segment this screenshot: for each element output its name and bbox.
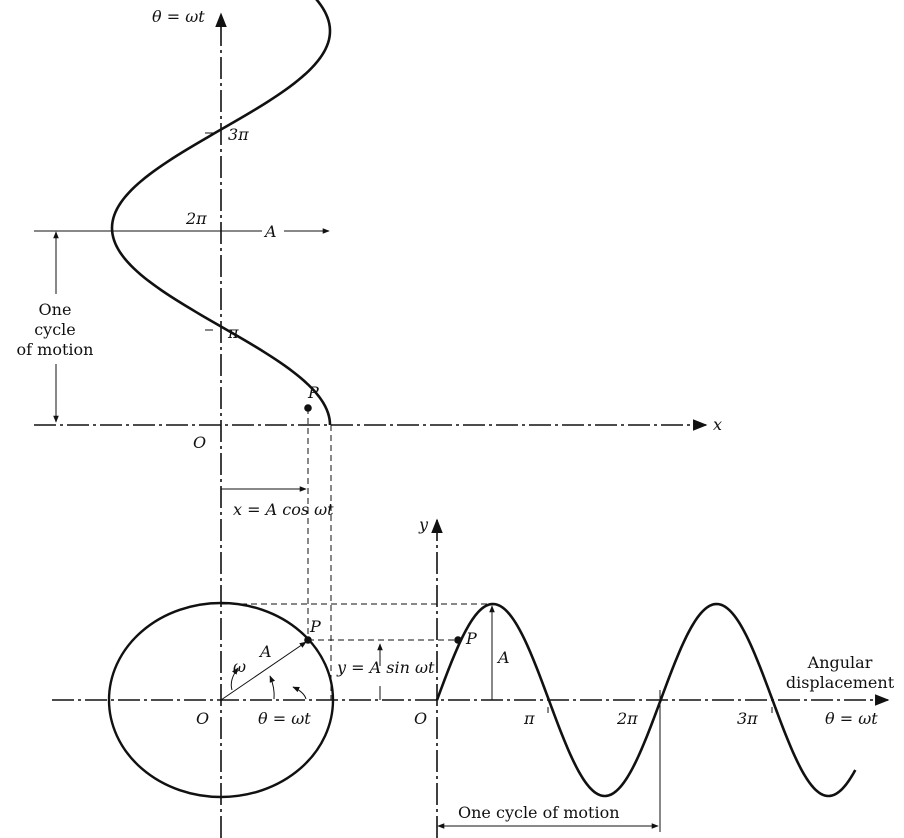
label-x-eq: x = A cos ωt <box>233 500 334 519</box>
label-wave-2pi: 2π <box>616 709 638 728</box>
label-theta-axis-right: θ = ωt <box>825 709 878 728</box>
label-theta-axis-top: θ = ωt <box>152 7 205 26</box>
label-point-circle: P <box>309 617 321 636</box>
label-one-cycle-left-2: cycle <box>34 320 76 339</box>
radius-line <box>220 641 307 701</box>
label-y-axis: y <box>418 515 429 534</box>
label-wave-pi: π <box>523 709 535 728</box>
label-x-axis: x <box>713 415 722 434</box>
label-tick-pi-top: π <box>227 323 239 342</box>
label-point-wave: P <box>465 629 477 648</box>
label-origin-circle: O <box>196 709 209 728</box>
point-p-top <box>304 404 312 412</box>
label-wave-3pi: 3π <box>737 709 758 728</box>
label-radius: A <box>258 642 272 661</box>
theta-arc-arrow <box>269 675 276 700</box>
label-omega: ω <box>233 657 246 676</box>
point-p-circle <box>304 636 312 644</box>
label-displacement: displacement <box>786 673 895 692</box>
omega-arc-arrow <box>230 667 239 691</box>
label-one-cycle-left-1: One <box>39 300 72 319</box>
label-angular: Angular <box>807 653 873 672</box>
reference-circle <box>107 601 335 799</box>
label-amplitude-top: A <box>263 222 277 241</box>
cosine-curve <box>110 0 332 426</box>
label-tick-3pi-top: 3π <box>228 125 249 144</box>
point-p-wave <box>454 636 462 644</box>
label-tick-2pi-top: 2π <box>185 209 207 228</box>
label-theta-circle: θ = ωt <box>258 709 311 728</box>
label-origin-wave: O <box>414 709 427 728</box>
label-point-top: P <box>307 383 319 402</box>
label-amplitude-wave: A <box>496 648 510 667</box>
label-one-cycle-bottom: One cycle of motion <box>458 803 620 822</box>
label-origin-top: O <box>193 433 206 452</box>
theta-arc-arrow-2 <box>292 686 307 700</box>
label-one-cycle-left-3: of motion <box>17 340 94 359</box>
sine-curve <box>435 602 857 798</box>
label-y-eq: y = A sin ωt <box>336 658 435 677</box>
